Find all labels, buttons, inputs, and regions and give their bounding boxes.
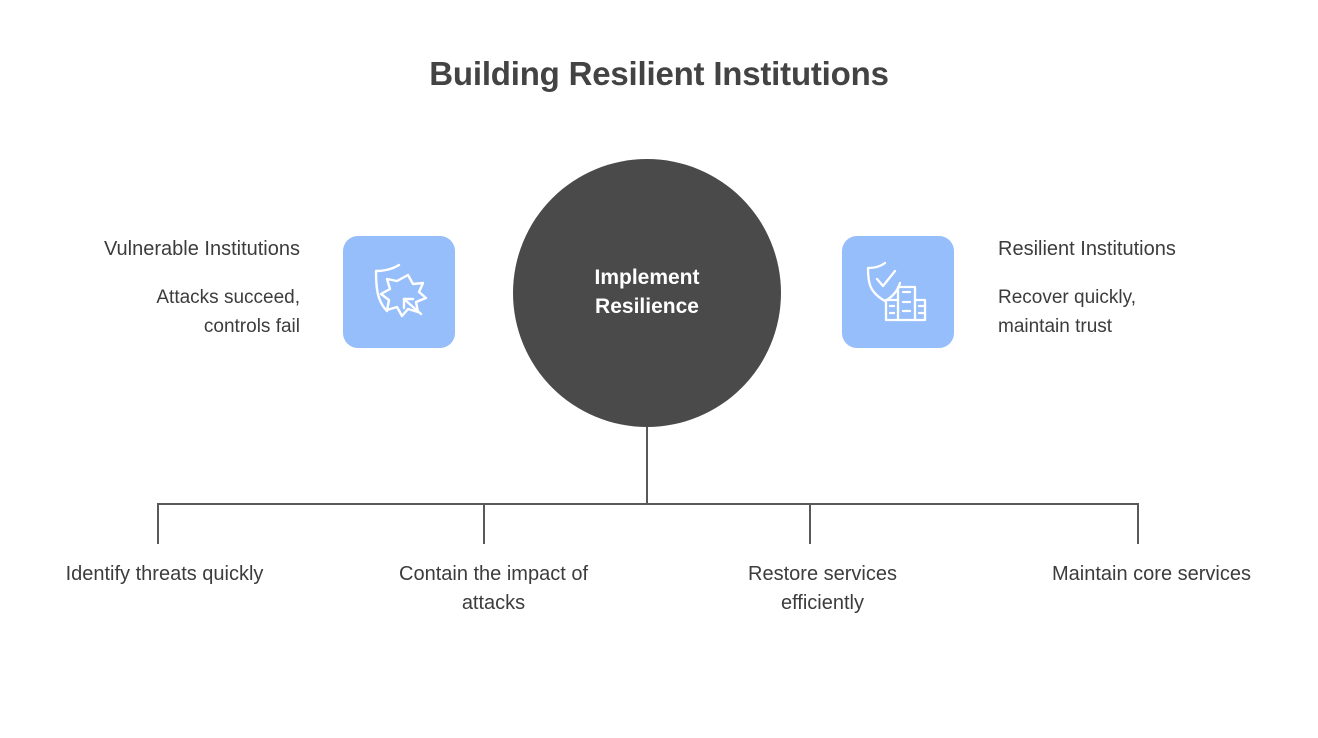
vulnerable-body: Attacks succeed, controls fail	[156, 287, 300, 337]
resilient-heading: Resilient Institutions	[998, 238, 1176, 260]
branch-label-1: Identify threats quickly	[65, 563, 264, 585]
branch-label-2: Contain the impact of attacks	[399, 563, 588, 614]
connector-bus	[157, 503, 1139, 505]
resilient-body: Recover quickly, maintain trust	[998, 287, 1136, 337]
branch-label-3: Restore services efficiently	[748, 563, 897, 614]
page-title: Building Resilient Institutions	[429, 55, 889, 92]
shield-breached-icon	[364, 257, 434, 327]
central-hub-label: Implement Resilience	[594, 266, 700, 318]
connector-stem	[646, 427, 648, 505]
central-hub-node: Implement Resilience	[513, 159, 781, 427]
resilient-icon-tile	[842, 236, 954, 348]
resilient-text-block: Resilient Institutions Recover quickly, …	[998, 236, 1298, 341]
vulnerable-text-block: Vulnerable Institutions Attacks succeed,…	[20, 236, 300, 341]
connector-drop-4	[1137, 503, 1139, 544]
connector-drop-1	[157, 503, 159, 544]
vulnerable-icon-tile	[343, 236, 455, 348]
branch-label-4: Maintain core services	[1052, 563, 1251, 585]
vulnerable-heading: Vulnerable Institutions	[103, 238, 300, 260]
connector-drop-3	[809, 503, 811, 544]
shield-check-building-icon	[862, 256, 934, 328]
branch-label-row: Identify threats quickly Contain the imp…	[0, 560, 1318, 618]
connector-drop-2	[483, 503, 485, 544]
